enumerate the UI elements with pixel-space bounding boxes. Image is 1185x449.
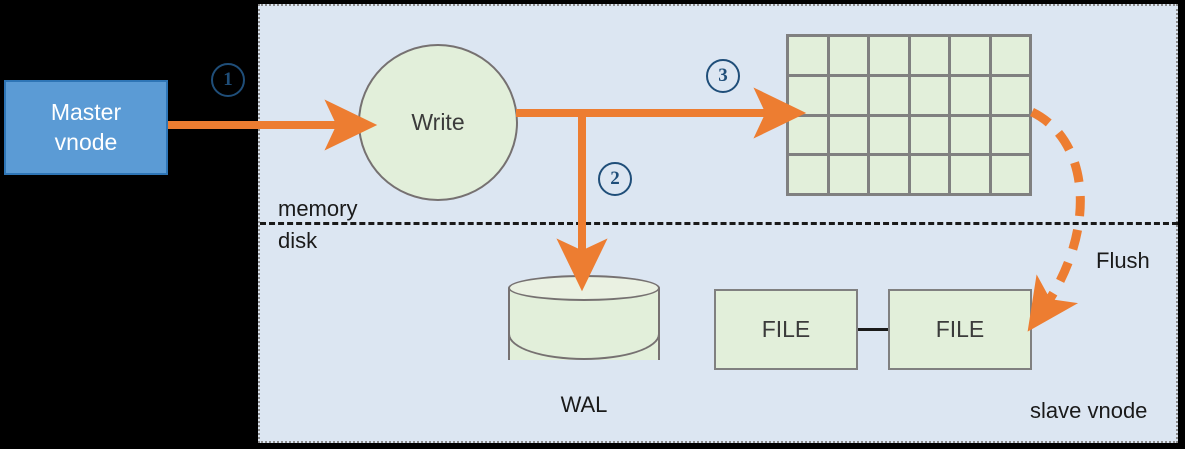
grid-cell — [910, 37, 951, 77]
grid-cell — [951, 116, 992, 157]
step-marker-3: 3 — [706, 59, 740, 93]
grid-cell — [829, 37, 870, 77]
grid-cell — [789, 156, 830, 196]
grid-cell — [910, 156, 951, 196]
grid-cell — [951, 37, 992, 77]
grid-cell — [789, 37, 830, 77]
write-node[interactable]: Write — [358, 44, 518, 201]
wal-label: WAL — [560, 392, 608, 417]
memory-table-grid[interactable] — [786, 34, 1032, 196]
memory-disk-divider — [260, 222, 1178, 225]
file-box-2[interactable]: FILE — [888, 289, 1032, 370]
file-box-1[interactable]: FILE — [714, 289, 858, 370]
flush-arrow-label: Flush — [1096, 248, 1150, 273]
file-connector-line — [858, 328, 888, 331]
grid-cell — [991, 116, 1032, 157]
grid-cell — [870, 116, 911, 157]
grid-cell — [829, 156, 870, 196]
grid-cell — [789, 116, 830, 157]
grid-cell — [789, 76, 830, 117]
grid-cell — [910, 116, 951, 157]
disk-tier-label: disk — [278, 228, 318, 253]
grid-cell — [991, 37, 1032, 77]
grid-cell — [951, 76, 992, 117]
grid-cell — [829, 116, 870, 157]
grid-cell — [991, 76, 1032, 117]
step-marker-2: 2 — [598, 162, 632, 196]
grid-cell — [870, 76, 911, 117]
step-marker-1: 1 — [211, 63, 245, 97]
master-vnode-label-line1: Master — [50, 99, 122, 126]
wal-cylinder[interactable] — [508, 275, 660, 373]
memory-tier-label: memory — [278, 196, 358, 221]
grid-cell — [870, 37, 911, 77]
grid-cell — [870, 156, 911, 196]
master-vnode-label-line2: vnode — [54, 128, 118, 155]
wal-cylinder-top — [508, 275, 660, 301]
grid-cell — [910, 76, 951, 117]
slave-vnode-label: slave vnode — [1030, 398, 1148, 423]
grid-cell — [991, 156, 1032, 196]
grid-cell — [829, 76, 870, 117]
master-vnode-box[interactable]: Master vnode — [4, 80, 168, 175]
grid-cell — [951, 156, 992, 196]
